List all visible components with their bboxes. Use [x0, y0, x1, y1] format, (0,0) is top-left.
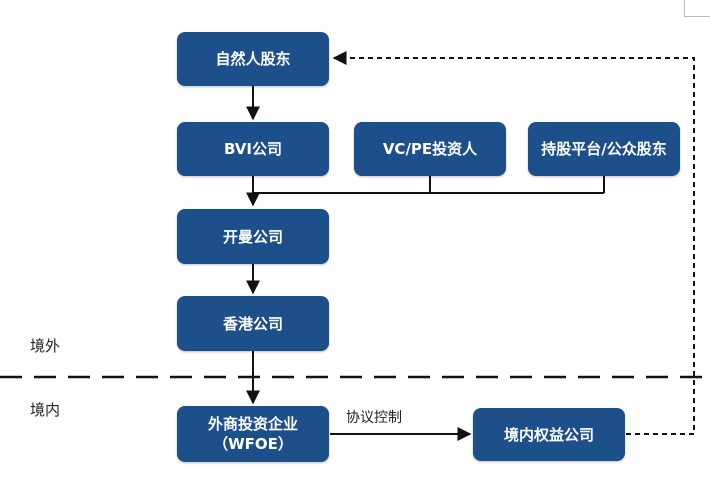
- node-natural-person: 自然人股东: [177, 32, 329, 86]
- node-vc-pe: VC/PE投资人: [354, 122, 506, 176]
- node-domestic: 境内权益公司: [473, 408, 625, 461]
- node-esop: 持股平台/公众股东: [528, 122, 680, 176]
- node-natural-person-label: 自然人股东: [215, 50, 291, 68]
- node-hk-label: 香港公司: [222, 314, 283, 333]
- node-wfoe: 外商投资企业 （WFOE）: [177, 406, 329, 462]
- node-esop-label: 持股平台/公众股东: [541, 140, 667, 158]
- zone-label-onshore: 境内: [30, 401, 61, 419]
- node-cayman-label: 开曼公司: [222, 227, 283, 246]
- edge-label-agreement: 协议控制: [346, 410, 402, 426]
- node-wfoe-label: 外商投资企业 （WFOE）: [207, 415, 298, 453]
- node-bvi-label: BVI公司: [223, 140, 282, 158]
- edge-domestic-to-person: [332, 51, 695, 435]
- zone-label-offshore: 境外: [30, 337, 61, 355]
- node-vc-pe-label: VC/PE投资人: [382, 140, 478, 158]
- corner-fragment: [684, 0, 710, 17]
- node-bvi: BVI公司: [177, 122, 329, 176]
- node-cayman: 开曼公司: [177, 209, 329, 264]
- node-hk: 香港公司: [177, 296, 329, 351]
- node-domestic-label: 境内权益公司: [503, 425, 594, 444]
